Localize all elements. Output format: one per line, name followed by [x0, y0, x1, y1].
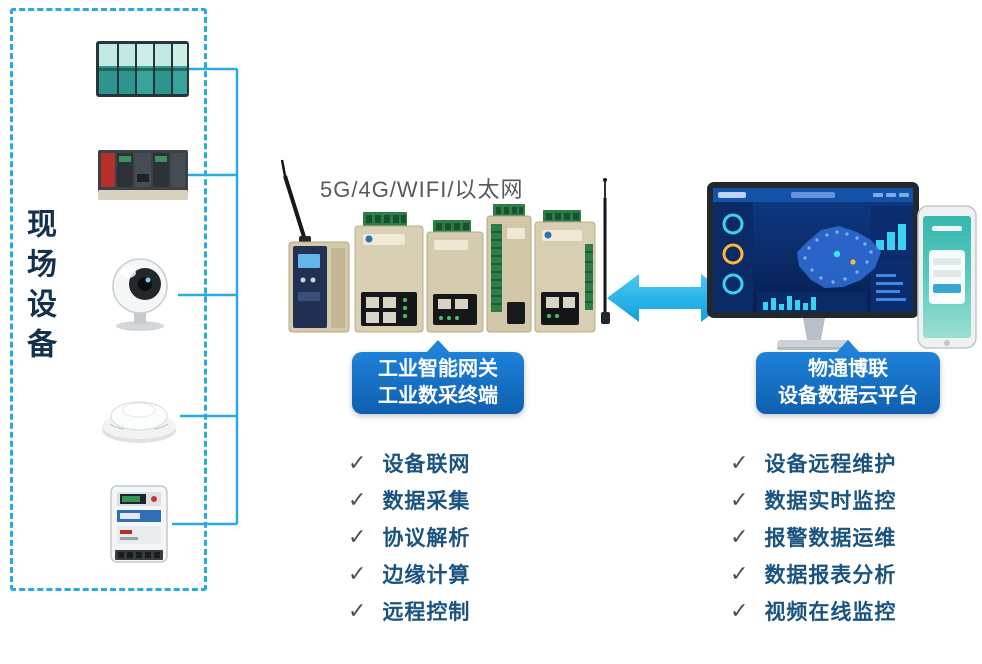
cloud-label-line2: 设备数据云平台: [778, 385, 918, 407]
gateway-feature-text: 设备联网: [382, 452, 471, 476]
plc-rack-1-icon: [96, 41, 189, 97]
energy-meter-icon: [110, 485, 168, 563]
industrial-gateway-cluster-icon: [280, 159, 610, 333]
gateway-label-line1: 工业智能网关: [378, 358, 498, 380]
gateway-feature-text: 边缘计算: [382, 563, 471, 587]
gateway-feature-item: ✓ 远程控制: [348, 592, 470, 629]
check-icon: ✓: [348, 486, 367, 512]
plc-rack-2-icon: [98, 150, 188, 200]
cloud-feature-item: ✓ 数据实时监控: [730, 481, 896, 518]
cloud-feature-list: ✓ 设备远程维护 ✓ 数据实时监控 ✓ 报警数据运维 ✓ 数据报表分析 ✓ 视频…: [730, 444, 896, 629]
cloud-feature-text: 视频在线监控: [764, 600, 897, 624]
cloud-feature-text: 报警数据运维: [764, 526, 897, 550]
gateway-feature-list: ✓ 设备联网 ✓ 数据采集 ✓ 协议解析 ✓ 边缘计算 ✓ 远程控制: [348, 444, 470, 629]
check-icon: ✓: [730, 486, 749, 512]
field-devices-title: 现场设备: [22, 208, 55, 368]
field-devices-box: [10, 8, 207, 591]
cloud-feature-item: ✓ 数据报表分析: [730, 555, 896, 592]
check-icon: ✓: [348, 523, 367, 549]
check-icon: ✓: [730, 449, 749, 475]
double-headed-arrow-icon: [607, 274, 733, 322]
gateway-feature-item: ✓ 协议解析: [348, 518, 470, 555]
gateway-feature-text: 数据采集: [382, 489, 471, 513]
gateway-feature-item: ✓ 边缘计算: [348, 555, 470, 592]
cloud-feature-item: ✓ 报警数据运维: [730, 518, 896, 555]
connectivity-label: 5G/4G/WIFI/以太网: [320, 177, 524, 202]
cloud-feature-text: 数据报表分析: [764, 563, 897, 587]
check-icon: ✓: [730, 560, 749, 586]
gateway-feature-text: 协议解析: [382, 526, 471, 550]
cloud-feature-text: 数据实时监控: [764, 489, 897, 513]
cloud-label-line1: 物通博联: [808, 358, 888, 380]
check-icon: ✓: [348, 560, 367, 586]
gateway-feature-item: ✓ 设备联网: [348, 444, 470, 481]
check-icon: ✓: [348, 597, 367, 623]
cloud-feature-item: ✓ 设备远程维护: [730, 444, 896, 481]
ip-camera-icon: [112, 258, 168, 331]
check-icon: ✓: [730, 523, 749, 549]
cloud-feature-text: 设备远程维护: [764, 452, 897, 476]
gateway-label-bubble: 工业智能网关 工业数采终端: [352, 352, 524, 414]
dashboard-monitor-icon: [707, 182, 919, 350]
check-icon: ✓: [730, 597, 749, 623]
gateway-label-line2: 工业数采终端: [378, 385, 498, 407]
cloud-feature-item: ✓ 视频在线监控: [730, 592, 896, 629]
gateway-feature-text: 远程控制: [382, 600, 471, 624]
mobile-phone-icon: [917, 205, 977, 349]
smoke-detector-icon: [102, 401, 176, 443]
check-icon: ✓: [348, 449, 367, 475]
cloud-label-bubble: 物通博联 设备数据云平台: [756, 352, 940, 414]
gateway-feature-item: ✓ 数据采集: [348, 481, 470, 518]
